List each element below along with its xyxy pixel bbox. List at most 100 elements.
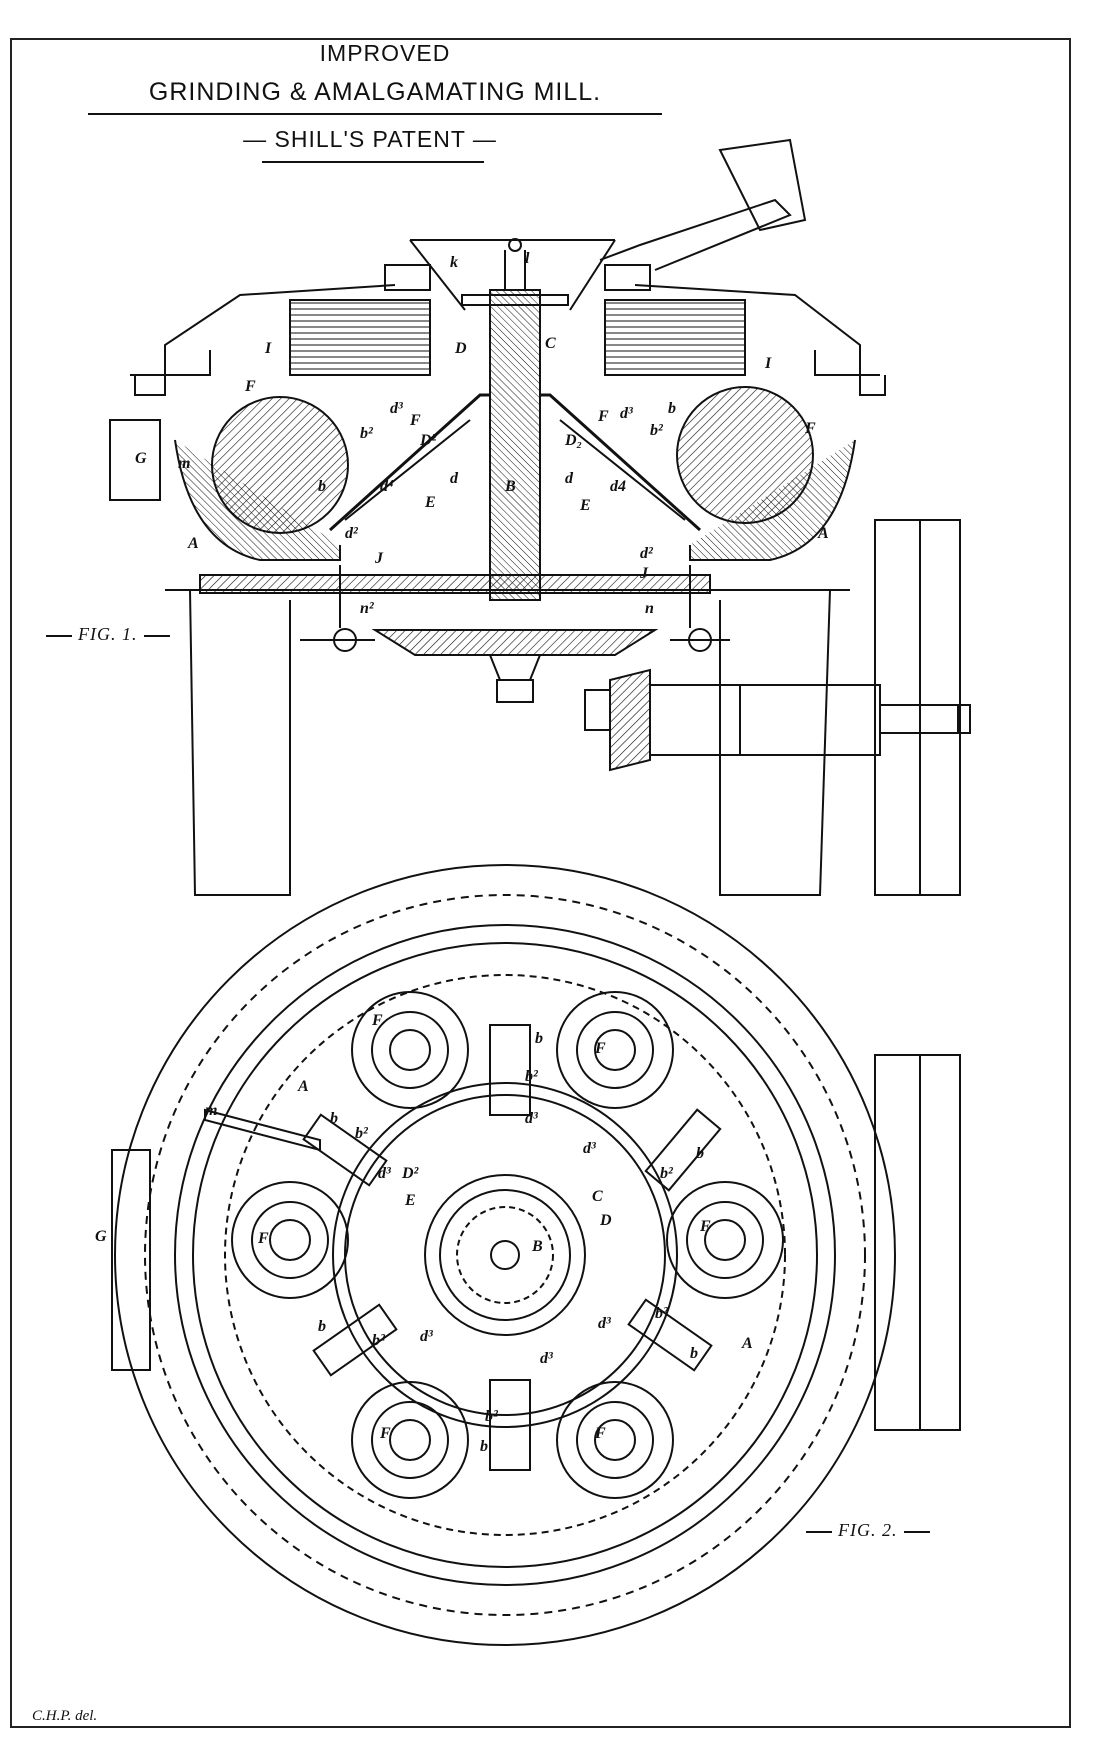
casing-flange-right [814,350,880,376]
label-bsmall-left: b [318,478,326,495]
label-f-left: F [245,378,256,395]
pinion-hub [584,689,611,731]
label-b-top: b [535,1030,543,1047]
label-b-ul: b [330,1110,338,1127]
chute-g [109,419,161,501]
label-i-right: I [765,355,772,372]
feed-hopper [718,138,807,232]
base-plate [199,574,711,594]
label-b-bot: b [480,1438,488,1455]
label-f5: F [380,1425,391,1442]
label-c-plan: C [592,1188,603,1205]
hopper [409,239,616,311]
pinion-gear [609,668,651,772]
label-g-plan: G [95,1228,107,1245]
label-f-left2: F [410,412,421,429]
title-main: GRINDING & AMALGAMATING MILL. [148,78,602,106]
label-d2-right: D₂ [565,432,583,449]
plan-pulley-1 [874,1054,921,1431]
label-f3: F [258,1230,269,1247]
label-j-right: J [640,565,648,582]
center-shaft [489,289,541,601]
label-n2: n² [360,600,374,617]
left-leg [189,589,291,896]
drive-shaft [649,684,881,756]
label-b2-left: b² [360,425,373,442]
casing-left [134,284,396,396]
right-leg [719,589,831,896]
cone-ring [332,1082,678,1428]
collar-left [384,264,431,291]
label-e-right: E [580,497,591,514]
label-d3-ll: d³ [420,1328,433,1345]
figure-2-text: FIG. 2. [838,1520,898,1540]
label-a-right-plan: A [742,1335,753,1352]
roller-left [211,396,349,534]
label-f1: F [372,1012,383,1029]
plan-arm-m [204,1108,321,1152]
bevel-gear [371,629,659,656]
title-patent: — SHILL'S PATENT — [243,126,497,152]
label-b-ll: b [318,1318,326,1335]
gear-hub [488,654,542,681]
feed-chute [599,198,792,271]
figure-1-text: FIG. 1. [78,624,138,644]
center-ring [424,1174,586,1336]
outer-ring [114,864,896,1646]
casing-right [634,284,886,396]
label-bsmall-right: b [668,400,676,417]
label-b-lr: b [690,1345,698,1362]
cone-inner [344,419,686,521]
label-b2-ll: b² [372,1332,385,1349]
outer-ring-dashed [144,894,866,1616]
label-g: G [135,450,147,467]
label-b-ur: b [696,1145,704,1162]
collar-right [604,264,651,291]
label-d3-right: d³ [620,405,633,422]
label-b2-ul: b² [355,1125,368,1142]
label-b2-lr: b² [655,1305,668,1322]
pulley-2 [919,519,961,896]
label-b2-bot: b² [485,1408,498,1425]
label-i-left: I [265,340,272,357]
housing-right [604,299,746,376]
fig1-section-view [109,138,971,896]
label-a-right: A [818,525,829,542]
shaft-bottom [496,679,534,703]
roller-right [676,386,814,524]
label-d3-ur: d³ [583,1140,596,1157]
label-dsmall-left: d [450,470,458,487]
label-a-left: A [188,535,199,552]
draftsman-credit: C.H.P. del. [32,1708,98,1724]
label-b2-ur: b² [660,1165,673,1182]
label-d: D [455,340,467,357]
label-n: n [645,600,654,617]
casing-flange-left [130,350,211,376]
plan-bearings [302,1024,722,1471]
housing-left [289,299,431,376]
figure-1-caption: FIG. 1. [40,624,176,645]
label-l: l [525,250,530,267]
label-b: B [505,478,516,495]
label-d3-top: d³ [525,1110,538,1127]
label-d3-ul: d³ [378,1165,391,1182]
label-b2-right: b² [650,422,663,439]
label-d4-right: d4 [610,478,626,495]
label-dsub2-left: d² [345,525,358,542]
label-d3-left: d³ [390,400,403,417]
title-underline [88,113,662,115]
title-improved: IMPROVED [319,40,451,66]
label-f2: F [595,1040,606,1057]
pan-ring [174,924,836,1586]
patent-underline [262,161,484,163]
label-b-plan: B [532,1238,543,1255]
label-d4-left: d⁴ [380,478,394,495]
plan-pulley-2 [919,1054,961,1431]
cone-d [328,393,702,532]
label-a-top: A [298,1078,309,1095]
label-d3-lr: d³ [598,1315,611,1332]
label-m-plan: m [205,1102,218,1119]
label-k: k [450,254,458,271]
plan-rollers [231,991,784,1499]
